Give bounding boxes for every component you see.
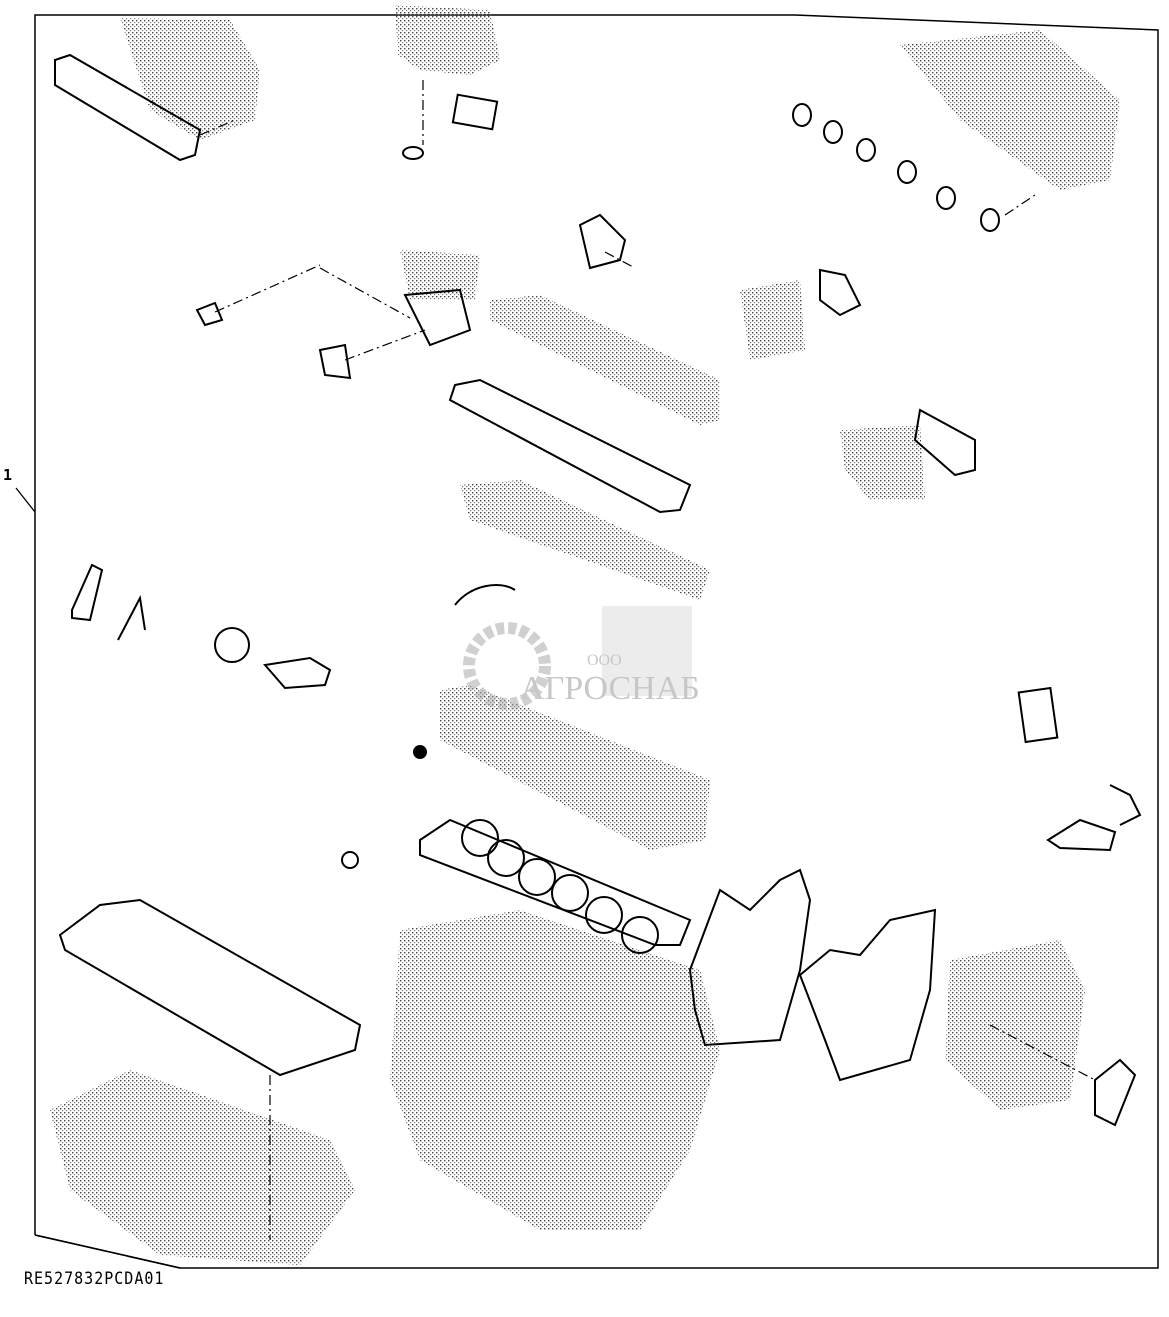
water-inlet-gasket	[318, 343, 352, 380]
cylinder-head-gasket	[419, 818, 692, 946]
cylinder-head-part	[440, 685, 710, 850]
tube-seal	[117, 594, 146, 641]
oil-fitting-gasket	[1109, 784, 1142, 826]
thermostat-gasket	[403, 288, 472, 347]
timing-cover-gasket-left	[688, 868, 812, 1047]
callout-leader	[15, 487, 36, 513]
turbo-part	[395, 5, 500, 75]
oil-pan-part	[50, 1070, 355, 1265]
rocker-cover-part	[120, 18, 260, 140]
breather-seal	[454, 584, 516, 606]
round-flange-gasket	[214, 627, 250, 663]
turbo-oil-gasket	[402, 146, 424, 160]
oil-pan-gasket	[58, 898, 362, 1077]
assembly-lines	[199, 80, 1096, 1240]
valve-cover-part	[490, 295, 720, 425]
double-port-gasket	[1017, 686, 1059, 744]
exhaust-manifold-gaskets	[792, 103, 1000, 232]
exhaust-manifold-part	[900, 30, 1120, 190]
water-outlet-gasket	[195, 301, 224, 327]
stippled-reference-parts	[50, 5, 1120, 1265]
oil-filter-housing-gasket	[1046, 818, 1117, 852]
turbo-gasket	[451, 93, 499, 131]
gaskets	[54, 53, 1142, 1127]
front-cover-gasket	[1094, 1058, 1137, 1127]
reference-code: RE527832PCDA01	[24, 1268, 165, 1289]
crank-seal	[341, 851, 359, 869]
watermark-name: АГРОСНАБ	[520, 670, 700, 707]
callout-number: 1	[3, 466, 13, 484]
cap-part	[740, 280, 805, 360]
agrosnab-watermark: ООО АГРОСНАБ	[462, 596, 712, 726]
thermostat-housing-part	[400, 250, 480, 300]
small-bracket-gasket	[71, 563, 104, 622]
engine-block-part	[390, 910, 720, 1230]
cover-plate-gasket	[819, 268, 862, 317]
watermark-logo-graphic	[463, 606, 692, 710]
head-gasket-bores	[461, 819, 659, 954]
rocker-cover-gasket	[54, 53, 202, 162]
watermark-prefix: ООО	[587, 652, 622, 669]
front-housing-part	[945, 940, 1085, 1110]
plate-gasket	[263, 656, 332, 690]
seal-ring	[413, 745, 427, 759]
cylinder-head-upper-part	[460, 480, 710, 600]
bottom-leader	[34, 1234, 181, 1269]
pump-part	[840, 425, 925, 500]
bracket-gasket	[578, 213, 627, 270]
valve-cover-gasket	[448, 378, 692, 514]
timing-cover-gasket-right	[798, 908, 937, 1082]
pump-cover-gasket	[913, 408, 976, 477]
